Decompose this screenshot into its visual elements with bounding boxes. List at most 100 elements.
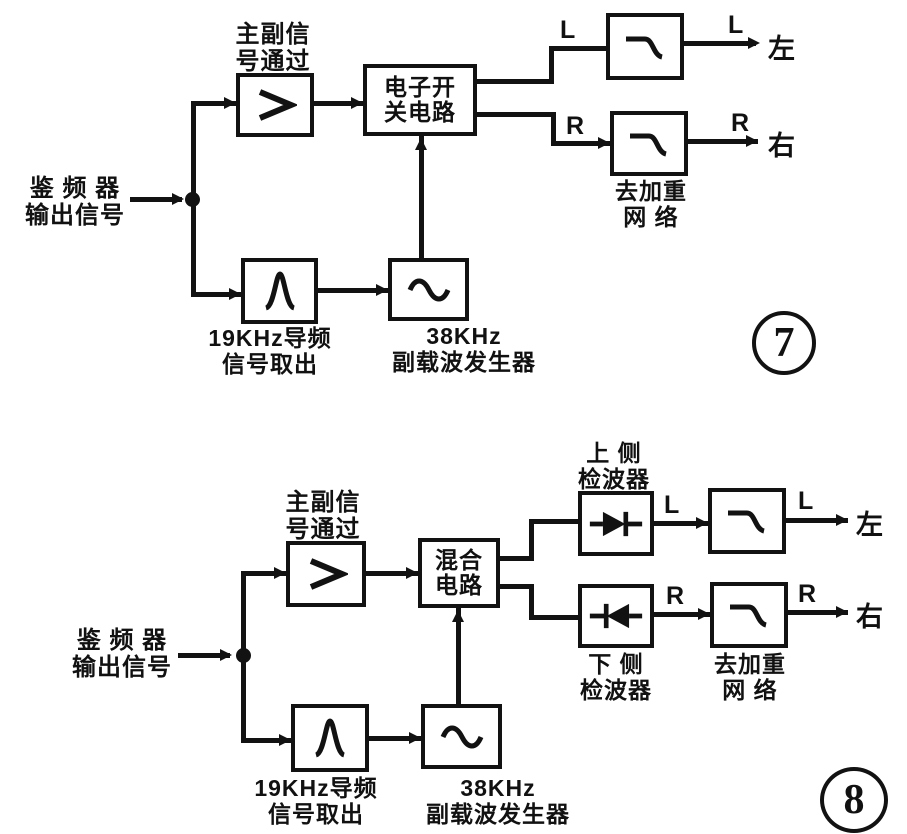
pilot-bandpass-block bbox=[291, 704, 369, 772]
left-output-label: 左 bbox=[856, 510, 885, 540]
arrowhead bbox=[409, 732, 421, 744]
amplifier-block bbox=[236, 73, 314, 137]
electronic-switch-block: 电子开 关电路 bbox=[363, 64, 477, 136]
arrowhead bbox=[746, 135, 758, 147]
lowpass-curve-icon bbox=[626, 36, 664, 59]
arrowhead bbox=[415, 138, 427, 150]
deemphasis-caption: 去加重 网 络 bbox=[714, 651, 786, 703]
wire bbox=[456, 608, 461, 708]
wire bbox=[369, 736, 421, 741]
diode-right-icon bbox=[589, 511, 643, 536]
wire bbox=[529, 584, 534, 620]
lowpass-curve-icon bbox=[730, 604, 768, 628]
wire-label-l: L bbox=[560, 16, 576, 44]
wire bbox=[477, 79, 554, 84]
sine-wave-icon bbox=[407, 278, 450, 301]
upper-detector-block bbox=[578, 491, 654, 556]
input-signal-caption: 鉴 频 器 输出信号 bbox=[72, 627, 172, 681]
wire bbox=[654, 521, 708, 526]
arrowhead bbox=[748, 37, 760, 49]
wire bbox=[529, 519, 534, 561]
arrowhead bbox=[598, 137, 610, 149]
deemphasis-caption: 去加重 网 络 bbox=[615, 178, 687, 230]
arrowhead bbox=[452, 610, 464, 622]
deemphasis-filter-left-block bbox=[606, 13, 684, 80]
arrowhead bbox=[229, 288, 241, 300]
amp-caption: 主副信 号通过 bbox=[285, 489, 361, 543]
lower-detector-caption: 下 侧 检波器 bbox=[580, 651, 652, 703]
wire bbox=[191, 101, 196, 297]
wire bbox=[688, 139, 758, 144]
arrowhead bbox=[220, 649, 232, 661]
wire bbox=[786, 518, 848, 523]
deemphasis-filter-right-block bbox=[610, 111, 688, 176]
amp-caption: 主副信 号通过 bbox=[235, 21, 311, 75]
wire bbox=[549, 48, 554, 84]
deemphasis-filter-left-block bbox=[708, 488, 786, 554]
arrowhead bbox=[224, 97, 236, 109]
wire bbox=[500, 584, 534, 589]
lowpass-curve-icon bbox=[728, 510, 766, 534]
pilot-caption: 19KHz导频 信号取出 bbox=[208, 325, 332, 377]
arrowhead bbox=[279, 734, 291, 746]
arrowhead bbox=[351, 97, 363, 109]
wire bbox=[551, 141, 610, 146]
lowpass-curve-icon bbox=[630, 133, 668, 156]
figure-number-7: 7 bbox=[752, 311, 816, 375]
wire-label-r: R bbox=[666, 582, 685, 610]
diode-left-icon bbox=[589, 603, 643, 629]
upper-detector-caption: 上 侧 检波器 bbox=[578, 440, 650, 492]
wire bbox=[788, 610, 848, 615]
subcarrier-caption: 38KHz 副载波发生器 bbox=[426, 775, 570, 827]
arrowhead bbox=[406, 567, 418, 579]
wire bbox=[241, 571, 286, 576]
wire bbox=[178, 653, 230, 658]
figure-number-8: 8 bbox=[820, 767, 888, 833]
arrowhead bbox=[376, 284, 388, 296]
amplifier-chevron-icon bbox=[258, 89, 297, 121]
arrowhead bbox=[274, 567, 286, 579]
left-output-label: 左 bbox=[768, 34, 797, 64]
wire-label-l-out: L bbox=[798, 487, 814, 515]
wire bbox=[318, 288, 388, 293]
sine-wave-icon bbox=[440, 725, 483, 748]
arrowhead bbox=[836, 514, 848, 526]
bandpass-peak-icon bbox=[314, 718, 346, 758]
arrowhead bbox=[172, 193, 184, 205]
wire bbox=[191, 292, 241, 297]
input-signal-caption: 鉴 频 器 输出信号 bbox=[25, 175, 125, 229]
pilot-bandpass-block bbox=[241, 258, 318, 324]
lower-detector-block bbox=[578, 584, 654, 648]
subcarrier-caption: 38KHz 副载波发生器 bbox=[392, 323, 536, 375]
arrowhead bbox=[698, 608, 710, 620]
arrowhead bbox=[836, 606, 848, 618]
wire bbox=[314, 101, 363, 106]
wire bbox=[191, 101, 236, 106]
bandpass-peak-icon bbox=[264, 271, 295, 311]
arrowhead bbox=[696, 517, 708, 529]
pilot-caption: 19KHz导频 信号取出 bbox=[254, 775, 378, 827]
amplifier-chevron-icon bbox=[309, 558, 348, 590]
wire bbox=[549, 46, 606, 51]
wire-label-l: L bbox=[664, 491, 680, 519]
wire-label-l-out: L bbox=[728, 11, 744, 39]
right-output-label: 右 bbox=[768, 131, 797, 161]
mixer-block: 混合 电路 bbox=[418, 538, 500, 608]
amplifier-block bbox=[286, 541, 366, 607]
wire bbox=[419, 136, 424, 262]
wire bbox=[241, 571, 246, 743]
wire bbox=[366, 571, 418, 576]
wire bbox=[684, 41, 756, 46]
right-output-label: 右 bbox=[856, 602, 885, 632]
wire bbox=[500, 556, 534, 561]
wire bbox=[529, 615, 578, 620]
wire-label-r-out: R bbox=[798, 580, 817, 608]
wire-label-r-out: R bbox=[731, 109, 750, 137]
wire bbox=[551, 112, 556, 146]
deemphasis-filter-right-block bbox=[710, 582, 788, 648]
subcarrier-oscillator-block bbox=[421, 704, 502, 769]
wire bbox=[241, 738, 291, 743]
wire bbox=[654, 612, 710, 617]
wire bbox=[529, 519, 578, 524]
